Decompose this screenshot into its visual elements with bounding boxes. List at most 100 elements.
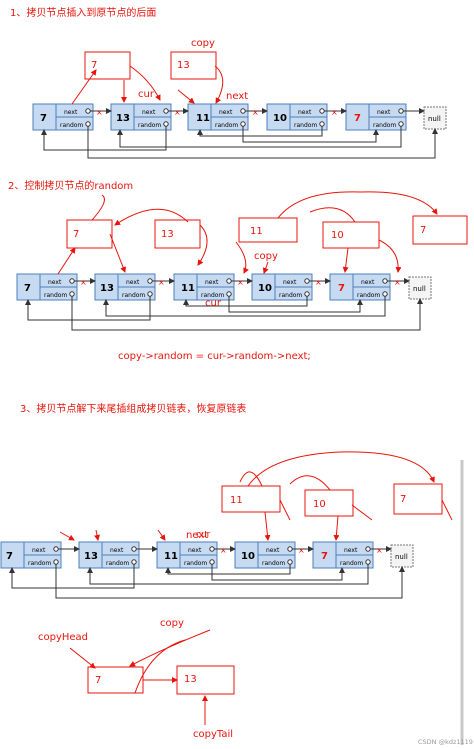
pointer-arrow bbox=[134, 639, 186, 694]
random-field: random bbox=[262, 560, 285, 567]
list-node: 11 next random bbox=[156, 541, 218, 569]
cur-pointer-label: cur bbox=[138, 89, 155, 100]
next-field: next bbox=[48, 279, 62, 286]
next-field: next bbox=[64, 109, 78, 116]
pointer-arrow bbox=[333, 515, 340, 541]
list-node: 7 next random bbox=[312, 541, 374, 569]
next-field: next bbox=[344, 547, 358, 554]
copy-list-value: 13 bbox=[184, 674, 197, 685]
cut-mark: × bbox=[237, 278, 244, 287]
random-arc bbox=[441, 499, 453, 521]
pointer-arrow bbox=[342, 247, 349, 273]
copy-node-value: 11 bbox=[250, 226, 263, 237]
cut-mark: × bbox=[96, 108, 103, 117]
node-value: 11 bbox=[196, 113, 210, 124]
random-field: random bbox=[122, 292, 145, 299]
random-link bbox=[242, 126, 379, 143]
random-link bbox=[87, 564, 369, 585]
copy-node bbox=[238, 217, 298, 243]
next-field: next bbox=[32, 547, 46, 554]
random-link bbox=[211, 564, 345, 581]
pointer-arrow bbox=[177, 89, 195, 104]
copy-list: 7 13 copyHead copy copyTail bbox=[38, 618, 235, 740]
copy-node bbox=[170, 51, 217, 80]
random-field: random bbox=[201, 292, 224, 299]
pointer-arrow bbox=[235, 241, 249, 274]
next-pointer-label: next bbox=[226, 91, 248, 102]
pointer-arrow bbox=[157, 529, 166, 541]
node-value: 7 bbox=[338, 283, 345, 294]
list-node: 13 next random bbox=[78, 541, 140, 569]
next-field: next bbox=[126, 279, 140, 286]
copy-node bbox=[221, 485, 281, 513]
random-arc bbox=[197, 224, 208, 266]
pointer-arrow bbox=[69, 647, 96, 669]
copy-tail-label: copyTail bbox=[193, 729, 233, 740]
copy-node-value: 10 bbox=[331, 230, 344, 241]
null-node: null bbox=[390, 544, 414, 568]
null-label: null bbox=[428, 115, 441, 123]
null-label: null bbox=[413, 285, 426, 293]
copy-node bbox=[412, 215, 468, 245]
copy-node-value: 7 bbox=[400, 494, 406, 505]
cut-mark: × bbox=[315, 278, 322, 287]
next-field: next bbox=[266, 547, 280, 554]
next-field: next bbox=[142, 109, 156, 116]
random-formula: copy->random = cur->random->next; bbox=[118, 351, 311, 362]
pointer-arrow bbox=[59, 531, 75, 541]
null-node: null bbox=[408, 276, 432, 300]
pointer-arrow bbox=[129, 65, 161, 101]
next-pointer-label: next bbox=[186, 530, 208, 541]
copy-node bbox=[154, 219, 201, 249]
cur-pointer-label: cur bbox=[196, 530, 211, 540]
random-link bbox=[117, 126, 402, 148]
list-node: 7 next random bbox=[329, 273, 391, 301]
random-link bbox=[183, 296, 308, 307]
pointer-arrow bbox=[214, 65, 224, 104]
random-arc bbox=[309, 207, 356, 223]
list-node: 13 next random bbox=[94, 273, 156, 301]
next-field: next bbox=[205, 279, 219, 286]
copy-node bbox=[322, 221, 380, 249]
random-link bbox=[197, 126, 323, 137]
cut-mark: × bbox=[298, 546, 305, 555]
copy-node-value: 10 bbox=[313, 499, 326, 510]
copy-node bbox=[84, 51, 131, 80]
list-node: 11 next random bbox=[173, 273, 235, 301]
random-field: random bbox=[28, 560, 51, 567]
pointer-arrow bbox=[262, 261, 269, 274]
copy-node bbox=[393, 483, 443, 515]
random-link bbox=[71, 296, 423, 331]
next-field: next bbox=[298, 109, 312, 116]
copy-node bbox=[304, 489, 354, 517]
random-field: random bbox=[138, 122, 161, 129]
random-link bbox=[9, 564, 135, 589]
pointer-arrow bbox=[129, 629, 211, 667]
list-node: 7 next random bbox=[32, 103, 94, 131]
pointer-arrow bbox=[264, 511, 271, 541]
node-value: 13 bbox=[116, 113, 130, 124]
random-arc bbox=[351, 504, 373, 521]
next-field: next bbox=[377, 109, 391, 116]
cut-mark: × bbox=[220, 546, 227, 555]
copy-head-label: copyHead bbox=[38, 632, 88, 643]
random-link bbox=[41, 126, 167, 151]
random-link bbox=[55, 564, 405, 599]
next-field: next bbox=[283, 279, 297, 286]
pointer-arrow bbox=[71, 69, 97, 105]
cut-mark: × bbox=[158, 278, 165, 287]
copy-pointer-label: copy bbox=[191, 38, 215, 49]
random-field: random bbox=[106, 560, 129, 567]
cut-mark: × bbox=[331, 108, 338, 117]
cut-mark: × bbox=[394, 278, 401, 287]
random-field: random bbox=[215, 122, 238, 129]
copy-list-value: 7 bbox=[95, 675, 101, 686]
random-arc bbox=[279, 499, 291, 521]
step1-copies: 7 13 copy cur next bbox=[71, 38, 248, 105]
random-link bbox=[25, 296, 151, 321]
node-value: 7 bbox=[321, 551, 328, 562]
step3-original-list: 7 next random 13 next random 11 next ran… bbox=[0, 541, 414, 599]
random-arc bbox=[247, 451, 435, 487]
copy-node-value: 7 bbox=[91, 60, 97, 71]
next-field: next bbox=[110, 547, 124, 554]
